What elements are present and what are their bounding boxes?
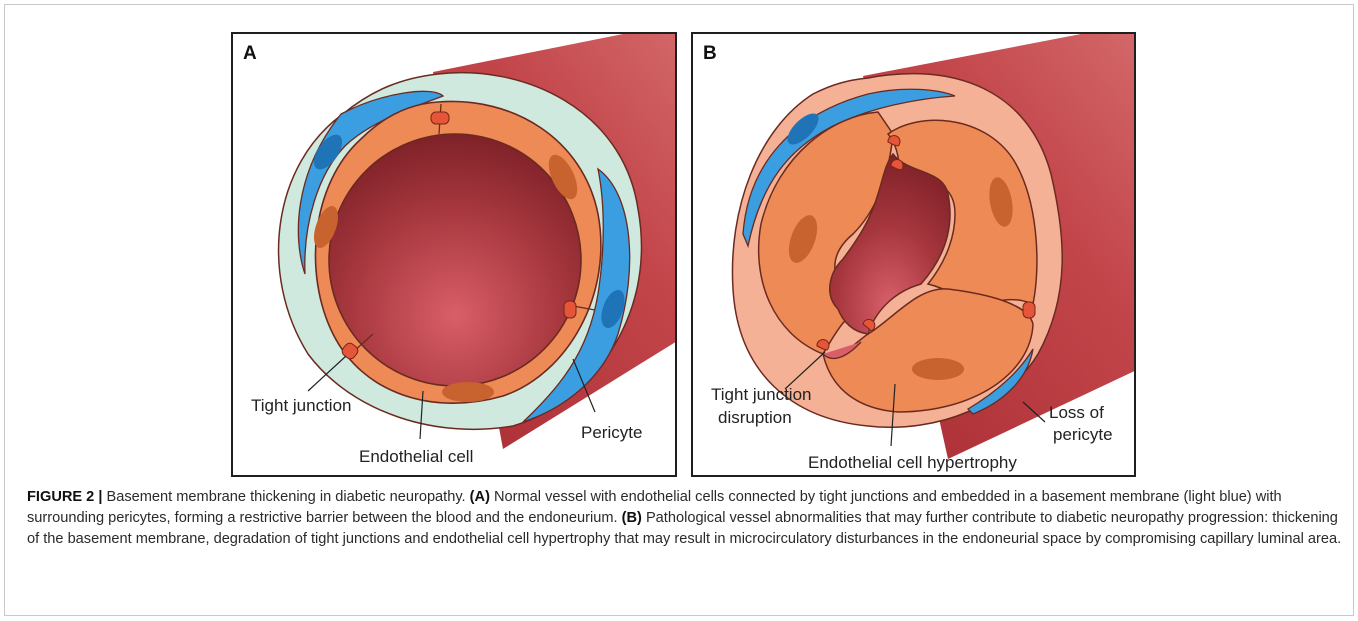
panel-a-letter: A [243,43,257,64]
caption-b-tag: (B) [622,510,642,526]
panel-a: A Tight junction Endothelial cell Pericy… [231,32,677,477]
label-endothelial-hypertrophy: Endothelial cell hypertrophy [808,453,1017,472]
label-tight-junction-line1: Tight junction [711,385,811,404]
normal-vessel-illustration: A Tight junction Endothelial cell Pericy… [233,34,677,477]
caption-title: FIGURE 2 | [27,489,102,505]
lumen [329,134,581,386]
figure-caption: FIGURE 2 | Basement membrane thickening … [27,487,1343,550]
label-tight-junction-line2: disruption [718,408,792,427]
caption-lead: Basement membrane thickening in diabetic… [102,489,469,505]
label-endothelial-cell: Endothelial cell [359,447,473,466]
panel-b-letter: B [703,43,717,64]
label-loss-line2: pericyte [1053,425,1113,444]
label-pericyte: Pericyte [581,423,642,442]
label-tight-junction: Tight junction [251,396,351,415]
figure-frame: A Tight junction Endothelial cell Pericy… [4,4,1354,616]
panel-b: B Tight junction disruption Endothelial … [691,32,1136,477]
label-loss-line1: Loss of [1049,403,1104,422]
pathological-vessel-illustration: B Tight junction disruption Endothelial … [693,34,1136,477]
caption-a-tag: (A) [470,489,490,505]
